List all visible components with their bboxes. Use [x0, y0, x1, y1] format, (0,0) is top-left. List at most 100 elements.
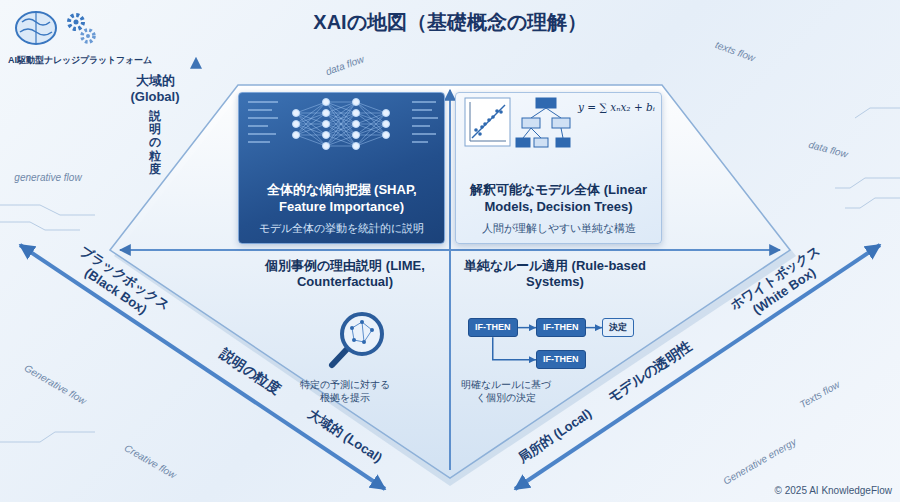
network-link [326, 102, 356, 135]
scatter-plot [465, 98, 510, 146]
neural-network [293, 99, 390, 150]
network-link [356, 113, 386, 135]
watermark: data flow [324, 53, 366, 78]
scatter-plot [474, 128, 478, 132]
network-link [356, 102, 386, 135]
magnifier-icon [352, 338, 356, 342]
decision-tree [536, 98, 556, 108]
flow-arrow [518, 327, 537, 329]
scatter-plot [480, 125, 484, 129]
brain-logo [16, 12, 56, 44]
text-lines [248, 101, 278, 103]
network-link [296, 135, 326, 136]
network-link [326, 135, 356, 146]
network-neuron [353, 121, 360, 128]
network-link [296, 135, 326, 146]
network-neuron [323, 121, 330, 128]
network-neuron [293, 110, 300, 117]
network-link [326, 113, 356, 146]
network-link [296, 102, 326, 113]
watermark: Creative flow [122, 442, 178, 482]
rule-box: IF-THEN [468, 318, 518, 337]
circuit-lines [0, 222, 80, 230]
network-link [296, 124, 326, 135]
text-lines [412, 133, 436, 135]
watermark: Texts flow [798, 379, 842, 412]
axis-label: 大域的 (Global) [122, 73, 188, 106]
network-link [326, 102, 356, 146]
network-neuron [353, 132, 360, 139]
flow-arrow [493, 337, 536, 359]
rule-text: IF-THEN [543, 354, 579, 365]
network-link [326, 113, 356, 146]
network-link [356, 113, 386, 146]
network-neuron [323, 143, 330, 150]
network-link [326, 102, 356, 113]
network-link [356, 113, 386, 124]
quadrant-title: 単純なルール適用 (Rule-based Systems) [460, 258, 650, 291]
scatter-plot [470, 102, 506, 141]
copyright: © 2025 AI KnowledgeFlow [775, 485, 892, 498]
network-neuron [323, 132, 330, 139]
text-lines [248, 125, 268, 127]
network-link [356, 102, 386, 124]
network-link [326, 102, 356, 135]
network-link [326, 124, 356, 146]
scatter-plot [495, 109, 499, 113]
decision-tree [516, 98, 570, 147]
brain-logo [16, 12, 94, 44]
rule-box: IF-THEN [536, 318, 586, 337]
network-neuron [353, 143, 360, 150]
network-neuron [383, 132, 390, 139]
network-link [326, 102, 356, 124]
network-link [326, 102, 356, 113]
text-lines [412, 117, 438, 119]
network-link [296, 113, 326, 135]
quadrant-title: 個別事例の理由説明 (LIME, Counterfactual) [250, 258, 440, 291]
logo-caption: AI駆動型ナレッジプラットフォーム [8, 55, 152, 66]
network-neuron [323, 99, 330, 106]
text-lines [248, 141, 270, 143]
network-link [326, 135, 356, 146]
quadrant-note: モデル全体の挙動を統計的に説明 [247, 222, 436, 235]
network-link [296, 113, 326, 146]
axis-title: 説明の粒度 [149, 110, 161, 176]
network-neuron [323, 110, 330, 117]
network-link [296, 113, 326, 135]
quadrant-note: 明確なルールに基づく個別の決定 [460, 379, 551, 404]
scatter-plot [487, 118, 491, 122]
circuit-lines [835, 178, 900, 188]
flow-arrow [586, 327, 603, 329]
network-neuron [293, 132, 300, 139]
magnifier-icon [370, 328, 374, 332]
network-link [356, 113, 386, 135]
brain-logo [86, 34, 90, 38]
watermark: data flow [807, 139, 849, 161]
circuit-lines [855, 108, 900, 118]
quadrant-panel: 全体的な傾向把握 (SHAP, Feature Importance)モデル全体… [238, 92, 445, 244]
magnifier-icon [332, 314, 382, 365]
watermark: generative flow [14, 172, 81, 185]
network-link [326, 102, 356, 146]
decision-tree [522, 118, 540, 128]
network-link [296, 124, 326, 135]
magnifier-icon [332, 348, 348, 365]
network-neuron [353, 110, 360, 117]
text-lines [248, 133, 276, 135]
quadrant-title: 解釈可能なモデル全体 (Linear Models, Decision Tree… [464, 182, 653, 215]
vertical-axis [449, 90, 451, 470]
board-plane [110, 85, 790, 478]
rule-text: IF-THEN [543, 322, 579, 333]
brain-logo [69, 15, 83, 29]
magnifier-icon [362, 340, 366, 344]
network-neuron [293, 121, 300, 128]
brain-logo [82, 30, 94, 42]
circuit-lines [845, 198, 900, 208]
text-lines [248, 117, 278, 119]
watermark: texts flow [713, 39, 756, 65]
text-lines [248, 102, 438, 142]
network-link [326, 124, 356, 146]
circuit-lines [0, 205, 95, 215]
quadrant-note: 人間が理解しやすい単純な構造 [464, 222, 653, 235]
